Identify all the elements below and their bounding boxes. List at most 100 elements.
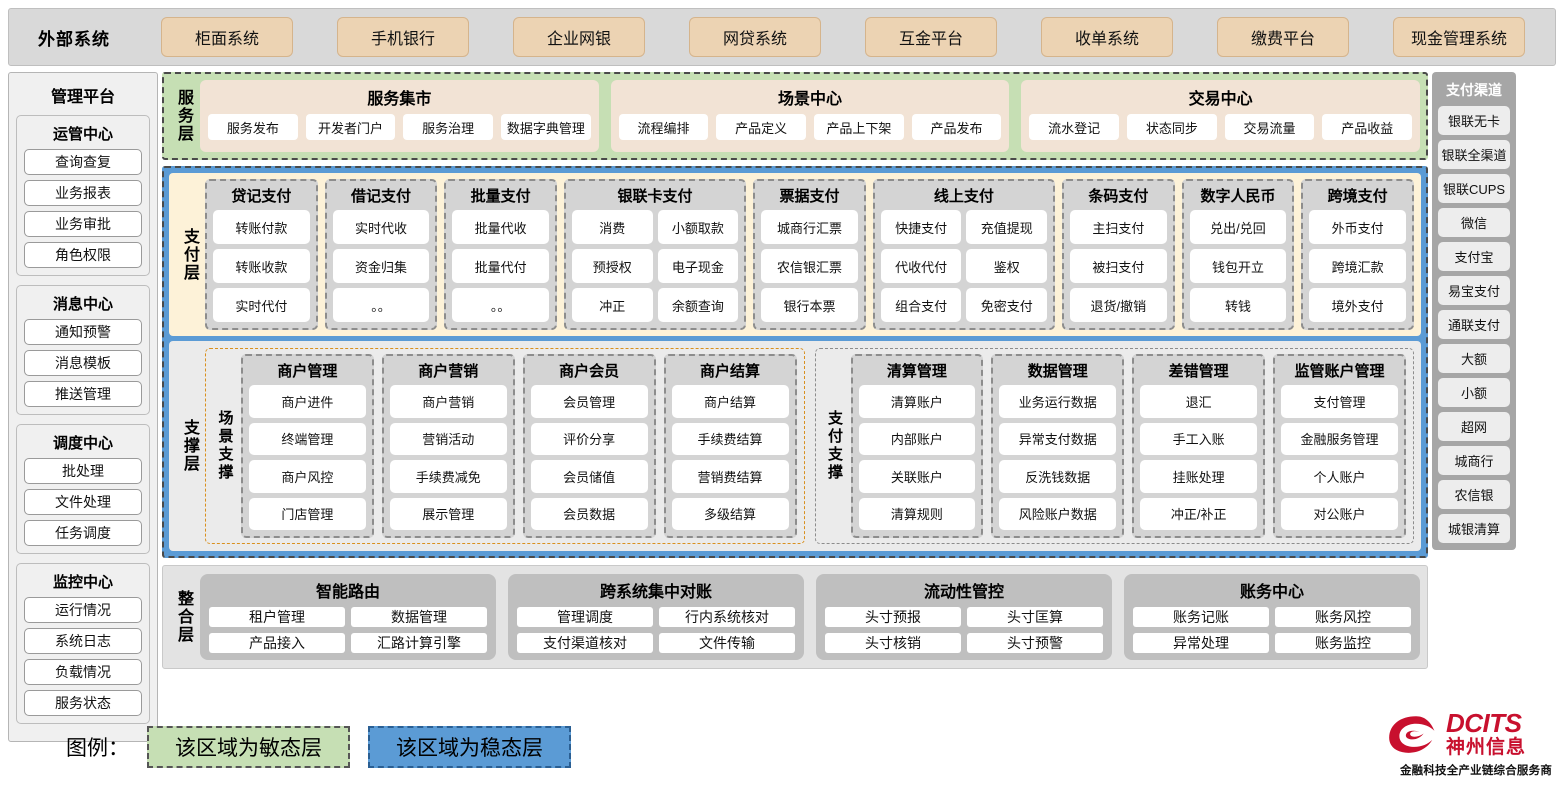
payment-feature-chip[interactable]: 转账付款 <box>213 210 310 244</box>
payment-feature-chip[interactable]: 城商行汇票 <box>761 210 858 244</box>
payment-feature-chip[interactable]: 外币支付 <box>1309 210 1406 244</box>
scene-support-feature-chip[interactable]: 商户进件 <box>249 385 366 418</box>
payment-feature-chip[interactable]: 鉴权 <box>966 249 1048 283</box>
management-menu-item[interactable]: 业务审批 <box>24 211 142 237</box>
service-feature-chip[interactable]: 产品收益 <box>1322 114 1413 140</box>
service-feature-chip[interactable]: 服务治理 <box>403 114 494 140</box>
integration-feature-chip[interactable]: 产品接入 <box>209 633 345 653</box>
integration-feature-chip[interactable]: 头寸匡算 <box>967 607 1103 627</box>
payment-channel-item[interactable]: 农信银 <box>1438 480 1510 509</box>
payment-channel-item[interactable]: 支付宝 <box>1438 242 1510 271</box>
external-system-chip[interactable]: 互金平台 <box>865 17 997 57</box>
integration-feature-chip[interactable]: 账务监控 <box>1275 633 1411 653</box>
payment-support-feature-chip[interactable]: 金融服务管理 <box>1281 422 1398 455</box>
integration-feature-chip[interactable]: 账务记账 <box>1133 607 1269 627</box>
management-menu-item[interactable]: 推送管理 <box>24 381 142 407</box>
service-feature-chip[interactable]: 流水登记 <box>1029 114 1120 140</box>
payment-support-feature-chip[interactable]: 个人账户 <box>1281 460 1398 493</box>
payment-channel-item[interactable]: 超网 <box>1438 412 1510 441</box>
scene-support-feature-chip[interactable]: 终端管理 <box>249 422 366 455</box>
integration-feature-chip[interactable]: 异常处理 <box>1133 633 1269 653</box>
payment-support-feature-chip[interactable]: 内部账户 <box>858 422 976 455</box>
payment-feature-chip[interactable]: 转钱 <box>1189 288 1287 322</box>
payment-support-feature-chip[interactable]: 支付管理 <box>1281 385 1398 418</box>
payment-feature-chip[interactable]: 余额查询 <box>657 288 739 322</box>
management-menu-item[interactable]: 批处理 <box>24 458 142 484</box>
payment-feature-chip[interactable]: 实时代收 <box>332 210 430 244</box>
integration-feature-chip[interactable]: 头寸预警 <box>967 633 1103 653</box>
payment-support-feature-chip[interactable]: 清算账户 <box>858 385 976 418</box>
payment-feature-chip[interactable]: 批量代收 <box>452 210 549 244</box>
scene-support-feature-chip[interactable]: 展示管理 <box>389 497 507 530</box>
management-menu-item[interactable]: 业务报表 <box>24 180 142 206</box>
service-feature-chip[interactable]: 流程编排 <box>618 114 709 140</box>
payment-feature-chip[interactable]: 。。 <box>332 288 430 322</box>
payment-channel-item[interactable]: 小额 <box>1438 378 1510 407</box>
integration-feature-chip[interactable]: 汇路计算引擎 <box>351 633 487 653</box>
scene-support-feature-chip[interactable]: 商户风控 <box>249 460 366 493</box>
payment-feature-chip[interactable]: 钱包开立 <box>1189 249 1287 283</box>
external-system-chip[interactable]: 企业网银 <box>513 17 645 57</box>
payment-feature-chip[interactable]: 组合支付 <box>880 288 962 322</box>
payment-feature-chip[interactable]: 快捷支付 <box>880 210 962 244</box>
scene-support-feature-chip[interactable]: 评价分享 <box>530 422 648 455</box>
payment-support-feature-chip[interactable]: 异常支付数据 <box>999 422 1117 455</box>
service-feature-chip[interactable]: 产品定义 <box>716 114 807 140</box>
payment-channel-item[interactable]: 银联全渠道 <box>1438 140 1510 169</box>
payment-support-feature-chip[interactable]: 对公账户 <box>1281 497 1398 530</box>
payment-feature-chip[interactable]: 消费 <box>571 210 653 244</box>
payment-feature-chip[interactable]: 冲正 <box>571 288 653 322</box>
payment-support-feature-chip[interactable]: 关联账户 <box>858 460 976 493</box>
payment-feature-chip[interactable]: 代收代付 <box>880 249 962 283</box>
scene-support-feature-chip[interactable]: 会员管理 <box>530 385 648 418</box>
integration-feature-chip[interactable]: 行内系统核对 <box>659 607 795 627</box>
payment-support-feature-chip[interactable]: 退汇 <box>1140 385 1258 418</box>
payment-support-feature-chip[interactable]: 清算规则 <box>858 497 976 530</box>
external-system-chip[interactable]: 网贷系统 <box>689 17 821 57</box>
management-menu-item[interactable]: 查询查复 <box>24 149 142 175</box>
payment-feature-chip[interactable]: 兑出/兑回 <box>1189 210 1287 244</box>
integration-feature-chip[interactable]: 租户管理 <box>209 607 345 627</box>
payment-feature-chip[interactable]: 免密支付 <box>966 288 1048 322</box>
payment-feature-chip[interactable]: 实时代付 <box>213 288 310 322</box>
management-menu-item[interactable]: 负载情况 <box>24 659 142 685</box>
payment-feature-chip[interactable]: 境外支付 <box>1309 288 1406 322</box>
management-menu-item[interactable]: 消息模板 <box>24 350 142 376</box>
management-menu-item[interactable]: 通知预警 <box>24 319 142 345</box>
external-system-chip[interactable]: 缴费平台 <box>1217 17 1349 57</box>
integration-feature-chip[interactable]: 头寸预报 <box>825 607 961 627</box>
payment-channel-item[interactable]: 大额 <box>1438 344 1510 373</box>
payment-feature-chip[interactable]: 小额取款 <box>657 210 739 244</box>
payment-feature-chip[interactable]: 退货/撤销 <box>1070 288 1167 322</box>
service-feature-chip[interactable]: 开发者门户 <box>305 114 396 140</box>
management-menu-item[interactable]: 任务调度 <box>24 520 142 546</box>
service-feature-chip[interactable]: 产品上下架 <box>814 114 904 140</box>
payment-feature-chip[interactable]: 跨境汇款 <box>1309 249 1406 283</box>
payment-feature-chip[interactable]: 被扫支付 <box>1070 249 1167 283</box>
service-feature-chip[interactable]: 服务发布 <box>208 114 298 140</box>
external-system-chip[interactable]: 收单系统 <box>1041 17 1173 57</box>
payment-channel-item[interactable]: 通联支付 <box>1438 310 1510 339</box>
scene-support-feature-chip[interactable]: 手续费减免 <box>389 460 507 493</box>
payment-feature-chip[interactable]: 主扫支付 <box>1070 210 1167 244</box>
management-menu-item[interactable]: 运行情况 <box>24 597 142 623</box>
payment-feature-chip[interactable]: 。。 <box>452 288 549 322</box>
integration-feature-chip[interactable]: 支付渠道核对 <box>517 633 653 653</box>
integration-feature-chip[interactable]: 账务风控 <box>1275 607 1411 627</box>
integration-feature-chip[interactable]: 文件传输 <box>659 633 795 653</box>
external-system-chip[interactable]: 现金管理系统 <box>1393 17 1525 57</box>
payment-feature-chip[interactable]: 资金归集 <box>332 249 430 283</box>
payment-channel-item[interactable]: 易宝支付 <box>1438 276 1510 305</box>
management-menu-item[interactable]: 角色权限 <box>24 242 142 268</box>
management-menu-item[interactable]: 文件处理 <box>24 489 142 515</box>
payment-feature-chip[interactable]: 农信银汇票 <box>761 249 858 283</box>
scene-support-feature-chip[interactable]: 门店管理 <box>249 497 366 530</box>
integration-feature-chip[interactable]: 管理调度 <box>517 607 653 627</box>
payment-channel-item[interactable]: 微信 <box>1438 208 1510 237</box>
payment-feature-chip[interactable]: 转账收款 <box>213 249 310 283</box>
payment-channel-item[interactable]: 城银清算 <box>1438 514 1510 543</box>
service-feature-chip[interactable]: 数据字典管理 <box>501 114 591 140</box>
external-system-chip[interactable]: 手机银行 <box>337 17 469 57</box>
payment-support-feature-chip[interactable]: 挂账处理 <box>1140 460 1258 493</box>
payment-feature-chip[interactable]: 电子现金 <box>657 249 739 283</box>
